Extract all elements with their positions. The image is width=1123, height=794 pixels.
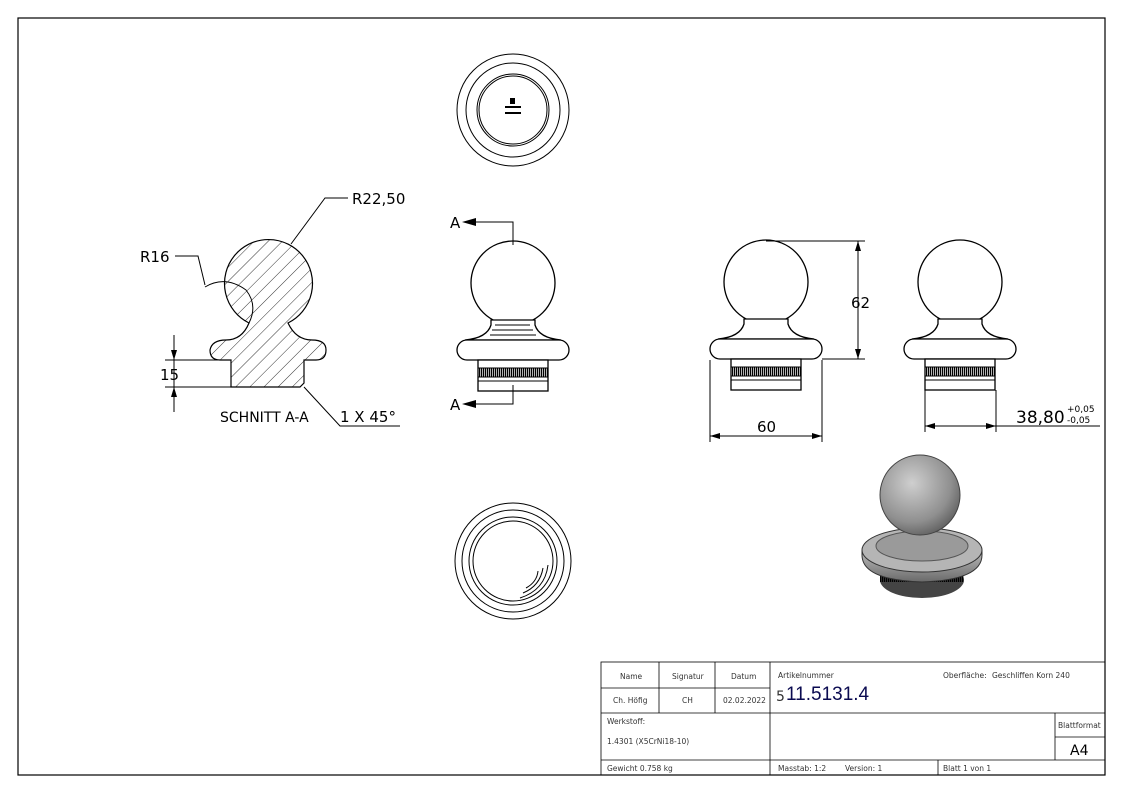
front-view: A A xyxy=(450,214,570,414)
blattformat-label: Blattformat xyxy=(1058,721,1101,730)
section-marker-top: A xyxy=(450,214,461,232)
artikel-label: Artikelnummer xyxy=(778,671,835,680)
section-marker-bottom: A xyxy=(450,396,461,414)
artikel-prefix: 5 xyxy=(776,689,785,705)
header-signatur: Signatur xyxy=(672,672,705,681)
title-block xyxy=(600,661,1106,776)
side-view-spigot: 38,80 +0,05 -0,05 xyxy=(903,239,1100,432)
dim-r16: R16 xyxy=(140,248,170,266)
werkstoff-value: 1.4301 (X5CrNi18-10) xyxy=(607,737,689,746)
tol-upper: +0,05 xyxy=(1067,405,1095,415)
artikel-number: 11.5131.4 xyxy=(786,684,870,705)
top-view xyxy=(456,53,570,167)
werkstoff-label: Werkstoff: xyxy=(607,717,645,726)
section-label: SCHNITT A-A xyxy=(220,410,309,426)
header-name: Name xyxy=(620,672,643,681)
name-value: Ch. Höfig xyxy=(613,696,648,705)
dim-60: 60 xyxy=(757,418,776,436)
datum-value: 02.02.2022 xyxy=(723,696,766,705)
side-view-dimensioned: 62 60 xyxy=(709,239,870,442)
tol-lower: -0,05 xyxy=(1067,416,1090,426)
oberflaeche-value: Geschliffen Korn 240 xyxy=(992,671,1070,680)
version: Version: 1 xyxy=(845,764,882,773)
dim-chamfer: 1 X 45° xyxy=(340,408,396,426)
dim-62: 62 xyxy=(851,294,870,312)
dim-r22-50: R22,50 xyxy=(352,190,405,208)
massstab: Masstab: 1:2 xyxy=(778,764,826,773)
isometric-view xyxy=(861,454,983,598)
drawing-frame xyxy=(17,17,1106,776)
logo-icon xyxy=(510,98,515,104)
bottom-view xyxy=(454,502,572,620)
blattformat-value: A4 xyxy=(1070,743,1089,759)
header-datum: Datum xyxy=(731,672,756,681)
dim-38-80: 38,80 xyxy=(1016,408,1065,428)
blatt: Blatt 1 von 1 xyxy=(943,764,991,773)
dim-15: 15 xyxy=(160,366,179,384)
oberflaeche-label: Oberfläche: xyxy=(943,671,987,680)
title-block-text: Name Signatur Datum Ch. Höfig CH 02.02.2… xyxy=(607,671,1101,773)
signatur-value: CH xyxy=(682,696,693,705)
section-view: R16 R22,50 15 1 X 45° SCHNITT A-A xyxy=(140,190,405,427)
gewicht: Gewicht 0.758 kg xyxy=(607,764,673,773)
